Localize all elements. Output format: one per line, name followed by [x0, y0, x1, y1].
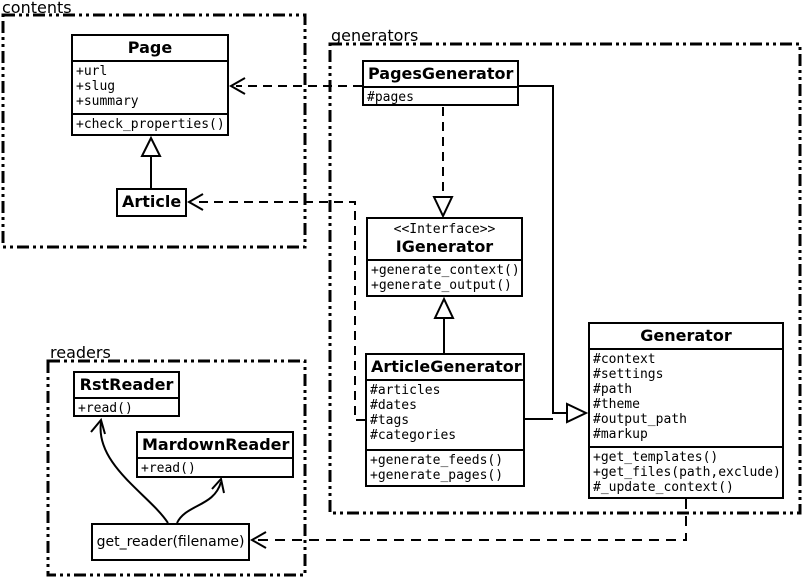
class-methods-articlegenerator: +generate_feeds()+generate_pages() [367, 451, 523, 485]
member-line: +slug [76, 79, 116, 94]
class-methods-page: +check_properties() [73, 115, 227, 134]
class-box-igenerator: <<Interface>> IGenerator +generate_conte… [366, 217, 523, 297]
member-line: #articles [370, 383, 441, 398]
member-line: +url [76, 64, 108, 79]
package-border-readers [46, 359, 307, 577]
class-attributes-page: +url+slug+summary [73, 62, 227, 115]
generalization-generators-to-generator [519, 85, 589, 424]
class-box-pagesgenerator: PagesGenerator #pages [362, 60, 519, 106]
function-label-getreader: get_reader(filename) [96, 534, 245, 550]
member-line: +generate_output() [371, 278, 512, 293]
class-box-articlegenerator: ArticleGenerator #articles#dates#tags#ca… [365, 353, 525, 487]
arrow-getreader-to-mardownreader [176, 476, 225, 524]
class-methods-generator: +get_templates()+get_files(path,exclude)… [590, 448, 782, 497]
class-stereotype-igenerator: <<Interface>> [393, 222, 496, 237]
class-box-rstreader: RstReader +read() [73, 371, 180, 417]
class-methods-igenerator: +generate_context()+generate_output() [368, 261, 521, 295]
package-label-readers: readers [50, 343, 111, 362]
package-label-contents: contents [2, 0, 72, 17]
member-line: #categories [370, 428, 457, 443]
class-title-rstreader: RstReader [75, 373, 178, 399]
class-attributes-articlegenerator: #articles#dates#tags#categories [367, 381, 523, 451]
member-line: #_update_context() [593, 480, 734, 495]
member-line: #markup [593, 427, 648, 442]
class-title-article: Article [122, 192, 182, 211]
class-box-article: Article [116, 188, 187, 217]
generalization-article-to-page [140, 135, 162, 189]
dependency-pagesgenerator-to-page [228, 77, 362, 95]
member-line: +get_files(path,exclude) [593, 465, 781, 480]
generalization-articlegenerator-to-igenerator [433, 296, 455, 354]
class-title-page: Page [73, 36, 227, 62]
member-line: #context [593, 352, 656, 367]
member-line: #tags [370, 413, 410, 428]
class-attributes-pagesgenerator: #pages [364, 88, 517, 105]
class-title-igenerator: IGenerator [368, 237, 521, 261]
arrow-getreader-to-rstreader [90, 417, 169, 524]
dependency-articlegenerator-to-article [186, 193, 365, 421]
class-title-mardownreader: MardownReader [138, 433, 292, 459]
class-methods-mardownreader: +read() [138, 459, 292, 476]
realization-pagesgenerator-to-igenerator [432, 107, 454, 219]
member-line: +check_properties() [76, 117, 225, 132]
member-line: +get_templates() [593, 450, 719, 465]
class-methods-rstreader: +read() [75, 399, 178, 416]
member-line: #dates [370, 398, 417, 413]
class-box-mardownreader: MardownReader +read() [136, 431, 294, 478]
class-title-generator: Generator [590, 324, 782, 350]
member-line: #path [593, 382, 633, 397]
class-title-pagesgenerator: PagesGenerator [364, 62, 517, 88]
member-line: +summary [76, 94, 139, 109]
member-line: #output_path [593, 412, 687, 427]
member-line: +read() [78, 401, 133, 416]
member-line: +generate_pages() [370, 468, 504, 483]
package-border-generators [328, 42, 802, 515]
member-line: +generate_feeds() [370, 453, 504, 468]
member-line: #pages [367, 90, 414, 105]
dependency-generator-to-getreader [249, 499, 687, 549]
package-border-contents [1, 13, 307, 249]
package-label-generators: generators [331, 26, 419, 45]
member-line: +generate_context() [371, 263, 520, 278]
class-box-generator: Generator #context#settings#path#theme#o… [588, 322, 784, 499]
class-box-page: Page +url+slug+summary +check_properties… [71, 34, 229, 136]
member-line: #settings [593, 367, 664, 382]
member-line: +read() [141, 461, 196, 476]
class-title-articlegenerator: ArticleGenerator [367, 355, 523, 381]
class-attributes-generator: #context#settings#path#theme#output_path… [590, 350, 782, 448]
member-line: #theme [593, 397, 640, 412]
function-box-getreader: get_reader(filename) [91, 523, 250, 561]
